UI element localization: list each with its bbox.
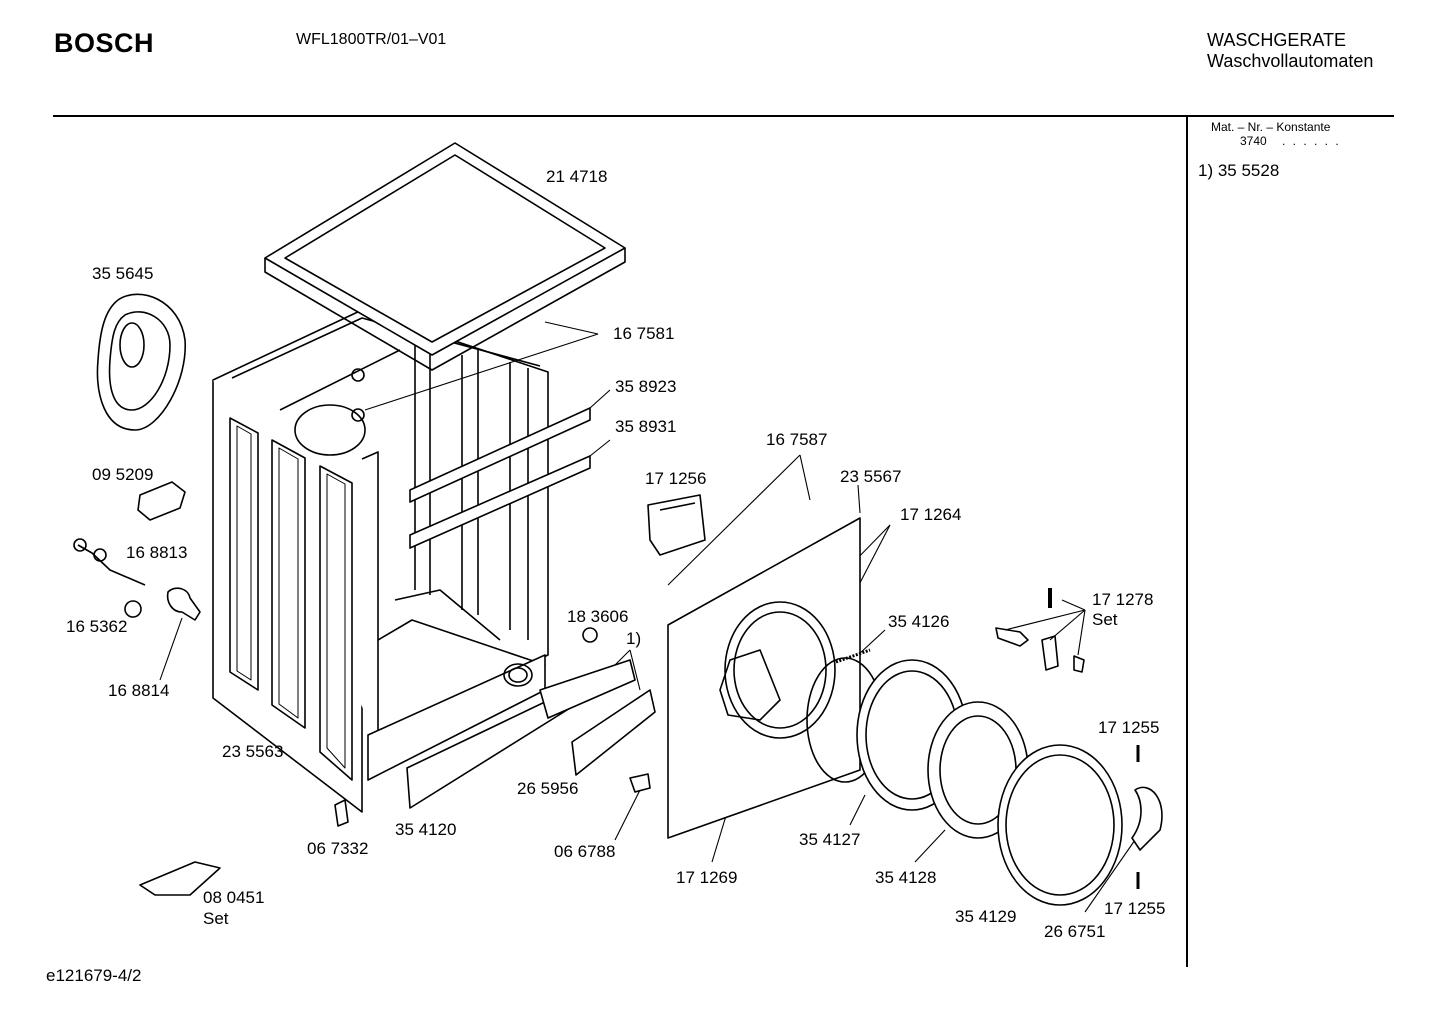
drawing-code: e121679-4/2 (46, 966, 142, 985)
bracket-080451 (139, 861, 221, 896)
door-frame (997, 744, 1123, 906)
top-lid (264, 142, 626, 371)
part-label-358923: 35 8923 (615, 377, 677, 396)
part-label-265956: 26 5956 (517, 779, 579, 798)
model-number: WFL1800TR/01–V01 (296, 31, 447, 48)
category-subtitle: Waschvollautomaten (1207, 51, 1374, 71)
part-label-171255-top: 17 1255 (1098, 718, 1160, 737)
front-panel (667, 517, 861, 839)
part-label-168813: 16 8813 (126, 543, 188, 562)
part-label-171278: 17 1278 (1092, 590, 1154, 609)
part-label-358931: 35 8931 (615, 417, 677, 436)
part-label-171269: 17 1269 (676, 868, 738, 887)
part-label-165362: 16 5362 (66, 617, 128, 636)
part-label-167587: 16 7587 (766, 430, 828, 449)
part-label-183606: 18 3606 (567, 607, 629, 626)
brand-logo: BOSCH (54, 28, 155, 58)
part-066788 (629, 773, 651, 793)
clip-095209 (137, 481, 186, 521)
part-label-354120: 35 4120 (395, 820, 457, 839)
part-label-066788: 06 6788 (554, 842, 616, 861)
cabinet-frame (212, 309, 591, 813)
mat-number-label: Mat. – Nr. – Konstante (1211, 120, 1331, 134)
part-label-067332: 06 7332 (307, 839, 369, 858)
drawer-cover (571, 689, 656, 776)
part-label-171256: 17 1256 (645, 469, 707, 488)
category-title: WASCHGERATE (1207, 30, 1347, 50)
screw-067332 (334, 799, 349, 827)
part-label-354126: 35 4126 (888, 612, 950, 631)
part-label-167581: 16 7581 (613, 324, 675, 343)
part-label-354128: 35 4128 (875, 868, 937, 887)
part-label-235563: 23 5563 (222, 742, 284, 761)
mat-number-value: 3740 (1240, 134, 1267, 148)
header-divider (53, 115, 1394, 117)
part-label-235567: 23 5567 (840, 467, 902, 486)
rear-cover (96, 293, 186, 431)
door-handle (1131, 786, 1163, 851)
part-label-171255-bottom: 17 1255 (1104, 899, 1166, 918)
door-lock (647, 494, 706, 556)
part-label-354129: 35 4129 (955, 907, 1017, 926)
part-label-266751: 26 6751 (1044, 922, 1106, 941)
part-label-355645: 35 5645 (92, 264, 154, 283)
mat-number-dots: . . . . . . (1282, 134, 1341, 148)
part-label-080451: 08 0451 (203, 888, 265, 907)
part-label-354127: 35 4127 (799, 830, 861, 849)
part-label-214718: 21 4718 (546, 167, 608, 186)
part-label-095209: 09 5209 (92, 465, 154, 484)
part-183606 (582, 627, 598, 643)
part-label-168814: 16 8814 (108, 681, 170, 700)
sidebar-divider (1186, 116, 1188, 967)
foot-165362 (124, 600, 142, 618)
footnote-1: 1) 35 5528 (1198, 161, 1280, 180)
part-label-080451-set: Set (203, 909, 229, 928)
foot-168814 (166, 587, 201, 621)
part-label-171278-set: Set (1092, 610, 1118, 629)
part-label-footnote-ref: 1) (626, 629, 642, 648)
part-label-171264: 17 1264 (900, 505, 962, 524)
